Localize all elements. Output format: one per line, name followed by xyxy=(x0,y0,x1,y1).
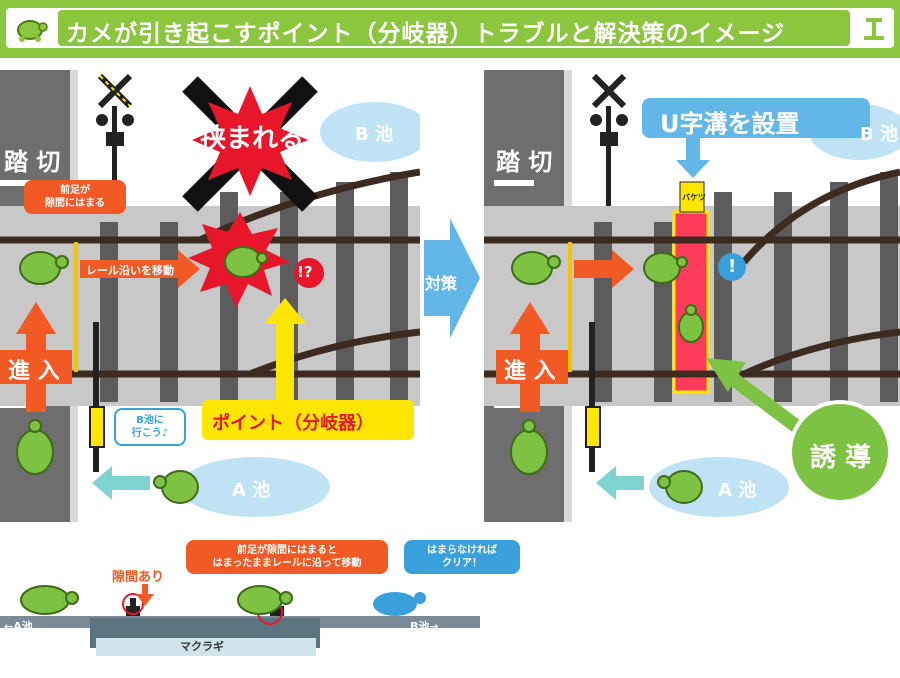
banner-title-box xyxy=(58,10,850,46)
pond-a-label: A 池 xyxy=(232,480,271,501)
guide-arrow xyxy=(719,366,809,438)
clear-note: はまらなければ クリア！ xyxy=(404,540,520,574)
teal-arrow xyxy=(92,466,150,500)
move-along-rail-label: レール沿いを移動 xyxy=(86,264,174,277)
gap-label: 隙間あり xyxy=(112,570,165,585)
point-label-bg xyxy=(202,400,414,440)
pond-a xyxy=(180,457,330,517)
exclaim-mark: ! xyxy=(728,256,737,277)
front-leg-note: 前足が 隙間にはまる xyxy=(24,180,126,214)
crossing-signal-icon xyxy=(96,73,134,206)
crossing-label: 踏 切 xyxy=(4,148,61,176)
bucket-label: バケツ xyxy=(682,193,706,202)
surprise-mark: !? xyxy=(297,263,313,281)
pond-b-right-label: B池→ xyxy=(410,620,439,633)
right-diagram xyxy=(484,70,900,522)
enter-label-bg-right xyxy=(496,350,568,384)
pond-a-left-label: ←A池 xyxy=(4,620,33,633)
point-label: ポイント（分岐器） xyxy=(212,413,374,434)
turtle-icon xyxy=(16,246,268,504)
sleeper-label: マクラギ xyxy=(180,640,224,653)
crossing-label-right: 踏 切 xyxy=(496,148,553,176)
pond-b-label: B 池 xyxy=(355,124,393,145)
bucket xyxy=(679,181,705,213)
rail-icon xyxy=(864,18,884,40)
title-banner: カメが引き起こすポイント（分岐器）トラブルと解決策のイメージ xyxy=(0,0,900,58)
exclaim-icon xyxy=(718,253,746,281)
enter-label: 進 入 xyxy=(8,359,60,384)
crossing-signal-icon xyxy=(590,73,628,206)
exclaim-icon xyxy=(294,258,324,288)
pond-a-label-right: A 池 xyxy=(718,480,757,501)
point-arrow xyxy=(264,298,306,400)
stuck-note: 前足が隙間にはまると はまったままレールに沿って移動 xyxy=(186,540,388,574)
cross-section-diagram xyxy=(0,584,480,656)
u-ditch-label: U字溝を設置 xyxy=(660,110,800,138)
page-title: カメが引き起こすポイント（分岐器）トラブルと解決策のイメージ xyxy=(66,21,786,47)
turtle-icon xyxy=(17,20,48,42)
guide-circle xyxy=(788,400,892,504)
u-ditch-label-bg xyxy=(642,98,870,138)
x-mark-icon xyxy=(182,76,318,212)
enter-label-right: 進 入 xyxy=(504,359,556,384)
guide-label: 誘 導 xyxy=(810,443,872,473)
pond-b xyxy=(320,102,420,162)
turtle-icon xyxy=(510,251,704,504)
countermeasure-label: 対策 xyxy=(425,274,458,293)
pinched-label: 挟まれる xyxy=(200,124,305,154)
pond-b-label-right: B 池 xyxy=(860,124,898,145)
enter-label-bg xyxy=(0,350,72,384)
speech-bubble: B池に 行こう♪ xyxy=(114,408,186,446)
countermeasure-arrow xyxy=(424,218,480,338)
